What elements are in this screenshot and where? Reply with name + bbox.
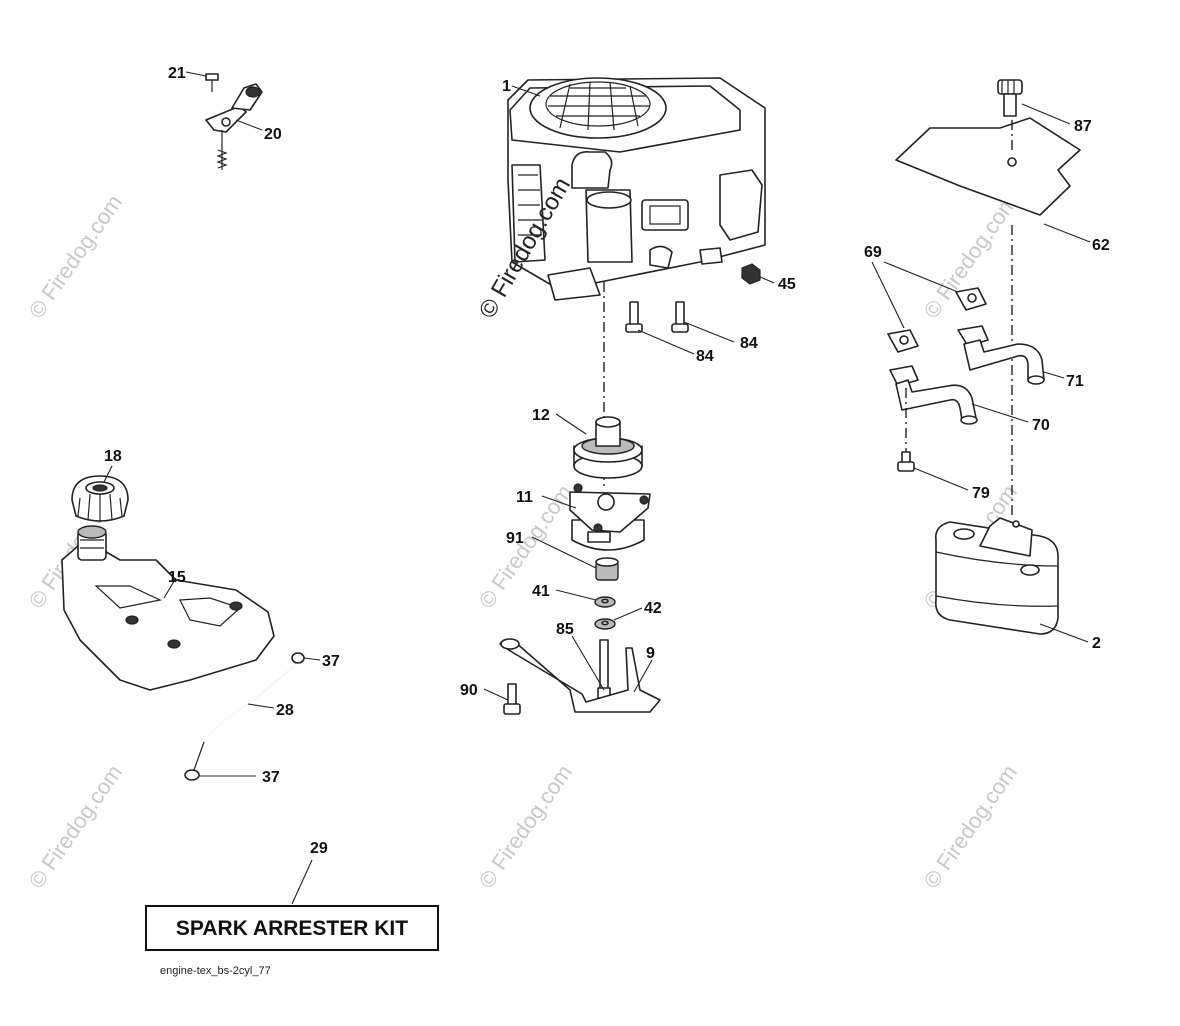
part-label-45: 45 — [778, 276, 796, 293]
pulley-part-12 — [573, 416, 643, 479]
clutch-bracket — [499, 638, 661, 715]
part-label-70: 70 — [1032, 417, 1050, 434]
watermark: © Firedog.com — [474, 760, 577, 893]
kit-box-label: SPARK ARRESTER KIT — [176, 917, 408, 940]
part-label-42: 42 — [644, 600, 662, 617]
part-label-87: 87 — [1074, 118, 1092, 135]
watermark: © Firedog.com — [919, 760, 1022, 893]
part-label-1: 1 — [502, 78, 511, 95]
part-label-71: 71 — [1066, 373, 1084, 390]
part-label-20: 20 — [264, 126, 282, 143]
leader-lines — [103, 71, 1091, 905]
clutch-part-11 — [569, 483, 651, 551]
part-label-11: 11 — [516, 489, 533, 506]
engine-assembly — [507, 77, 766, 301]
part-label-79: 79 — [972, 485, 990, 502]
screw-part-87 — [997, 79, 1023, 117]
part-label-69: 69 — [864, 244, 882, 261]
heat-shield-part-62 — [895, 117, 1081, 216]
part-label-15: 15 — [168, 569, 186, 586]
part-label-91: 91 — [506, 530, 524, 547]
fuel-cap-part-18 — [71, 475, 129, 522]
engine-bolts — [625, 301, 689, 333]
part-label-37: 37 — [262, 769, 280, 786]
part-label-28: 28 — [276, 702, 294, 719]
exhaust-pipe-part-71 — [957, 325, 1045, 385]
throttle-bracket — [205, 73, 263, 170]
part-label-90: 90 — [460, 682, 478, 699]
watermark: © Firedog.com — [24, 190, 127, 323]
part-label-85: 85 — [556, 621, 574, 638]
exhaust-gaskets-part-69 — [887, 287, 987, 353]
part-label-84: 84 — [740, 335, 758, 352]
part-label-21: 21 — [168, 65, 186, 82]
part-label-29: 29 — [310, 840, 328, 857]
spacer-washers — [594, 557, 619, 630]
part-label-84: 84 — [696, 348, 714, 365]
exhaust-pipe-part-70 — [889, 365, 978, 425]
fuel-hose — [184, 652, 305, 781]
part-label-12: 12 — [532, 407, 550, 424]
watermark: © Firedog.com — [24, 760, 127, 893]
part-label-18: 18 — [104, 448, 122, 465]
part-label-2: 2 — [1092, 635, 1101, 652]
part-label-41: 41 — [532, 583, 550, 600]
reference-code: engine-tex_bs-2cyl_77 — [160, 965, 271, 977]
part-number-labels: 21 20 1 45 84 84 12 11 91 41 42 85 9 90 … — [104, 65, 1110, 857]
spark-arrester-kit: SPARK ARRESTER KIT — [145, 905, 439, 951]
part-label-37: 37 — [322, 653, 340, 670]
part-label-9: 9 — [646, 645, 655, 662]
bolt-part-79 — [897, 451, 915, 472]
nut-part-45 — [741, 263, 761, 285]
kit-box — [145, 905, 439, 951]
fuel-tank-part-15 — [61, 525, 275, 691]
muffler-part-2 — [934, 517, 1059, 635]
part-label-62: 62 — [1092, 237, 1110, 254]
